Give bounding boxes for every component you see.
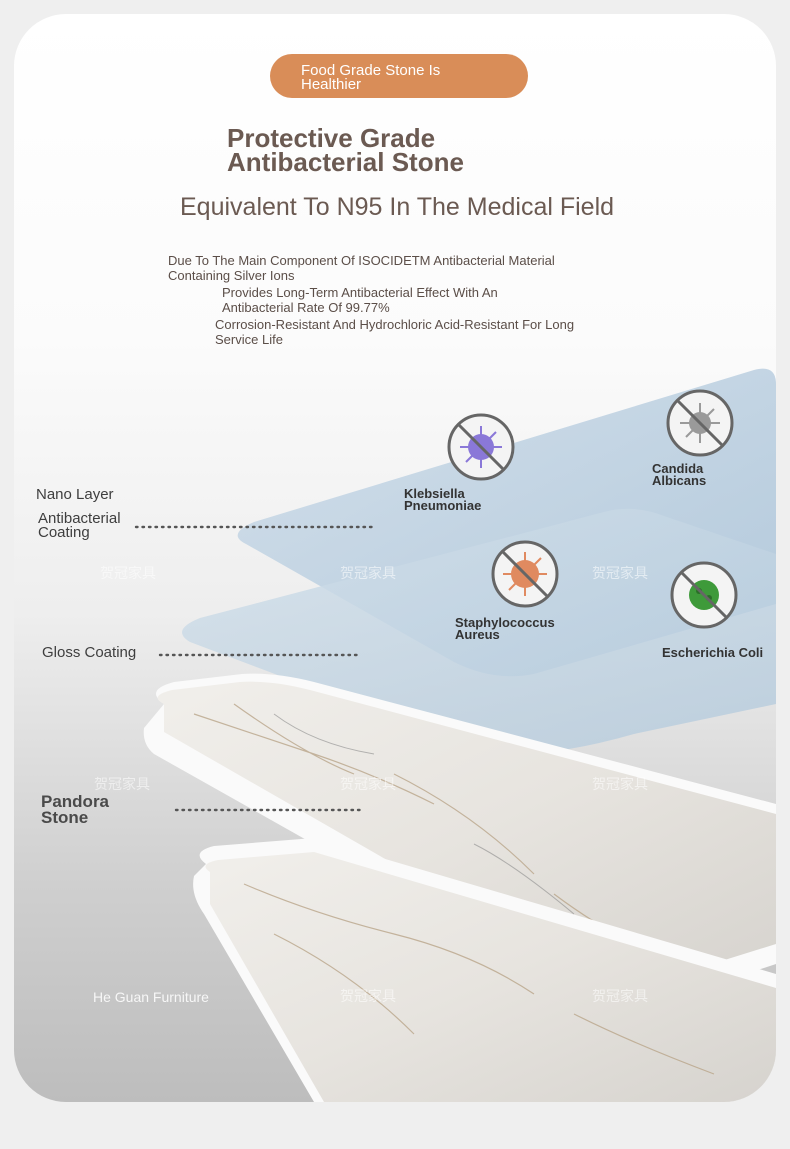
- brand-name: He Guan Furniture: [93, 989, 209, 1005]
- watermark-2: 贺冠家具: [340, 565, 396, 581]
- klebsiella-icon: [447, 413, 515, 481]
- staphylococcus-icon: [491, 540, 559, 608]
- food-grade-badge: Food Grade Stone Is Healthier: [270, 54, 528, 98]
- watermark-1: 贺冠家具: [100, 565, 156, 581]
- label-antibacterial-coating: Antibacterial Coating: [38, 510, 121, 541]
- watermark-5: 贺冠家具: [340, 776, 396, 792]
- layer-illustration: [134, 368, 776, 1102]
- label-pandora-stone: Pandora Stone: [41, 792, 110, 827]
- watermark-4: 贺冠家具: [94, 776, 150, 792]
- feature-corrosion: Corrosion-Resistant And Hydrochloric Aci…: [215, 317, 575, 347]
- staphylococcus-label: Staphylococcus Aureus: [455, 615, 555, 642]
- label-nano-layer: Nano Layer: [36, 486, 114, 503]
- watermark-7: 贺冠家具: [340, 988, 396, 1004]
- klebsiella-label: Klebsiella Pneumoniae: [404, 486, 482, 513]
- candida-label: Candida Albicans: [652, 461, 707, 488]
- page-subtitle: Equivalent To N95 In The Medical Field: [180, 193, 615, 221]
- feature-antibacterial-rate: Provides Long-Term Antibacterial Effect …: [222, 285, 498, 315]
- feature-silver-ions: Due To The Main Component Of ISOCIDETM A…: [168, 253, 555, 283]
- ecoli-label: Escherichia Coli: [662, 645, 764, 660]
- watermark-6: 贺冠家具: [592, 776, 648, 792]
- watermark-3: 贺冠家具: [592, 565, 648, 581]
- upper-stone-slab: [143, 673, 776, 1008]
- lower-stone-slab: [193, 838, 776, 1102]
- ecoli-icon: [670, 561, 738, 629]
- product-card: Food Grade Stone Is Healthier Protective…: [14, 14, 776, 1102]
- badge-text: Food Grade Stone Is Healthier: [301, 62, 441, 93]
- watermark-8: 贺冠家具: [592, 988, 648, 1004]
- label-gloss-coating: Gloss Coating: [42, 644, 137, 661]
- page-title: Protective Grade Antibacterial Stone: [227, 123, 464, 177]
- candida-icon: [666, 389, 734, 457]
